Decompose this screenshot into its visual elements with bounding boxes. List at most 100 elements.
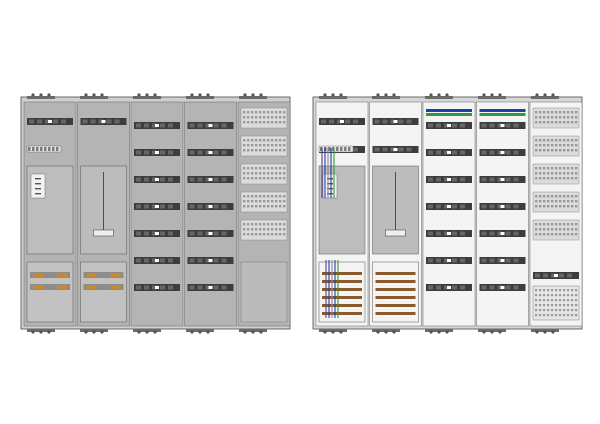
vent-slot (271, 223, 274, 226)
vent-slot (255, 195, 258, 198)
mesh-slot (567, 289, 570, 292)
vent-slot (243, 195, 246, 198)
cable-gland (190, 93, 194, 97)
cable-entry-icon (319, 96, 347, 99)
vent-slot (571, 223, 574, 226)
vent-slot (567, 139, 570, 142)
vent-slot (575, 177, 578, 180)
cable-gland (100, 93, 104, 97)
mesh-slot (547, 294, 550, 297)
vent-slot (271, 144, 274, 147)
breaker-module (567, 273, 572, 278)
mesh-slot (555, 289, 558, 292)
vent-slot (275, 177, 278, 180)
breaker-module (144, 150, 149, 155)
vent-slot (279, 223, 282, 226)
vent-slot (547, 144, 550, 147)
mesh-slot (559, 289, 562, 292)
vent-slot (275, 167, 278, 170)
breaker-module (481, 258, 487, 263)
vent-slot (259, 111, 262, 114)
vent-slot (263, 177, 266, 180)
vent-slot (535, 233, 538, 236)
vent-slot (259, 177, 262, 180)
vent-slot (563, 223, 566, 226)
terminal (28, 147, 31, 151)
breaker-module (53, 119, 58, 124)
vent-slot (539, 116, 542, 119)
vent-slot (559, 233, 562, 236)
breaker-module (428, 150, 433, 155)
vent-slot (243, 139, 246, 142)
terminal (336, 147, 339, 151)
breaker-module (221, 258, 227, 263)
vent-slot (259, 223, 262, 226)
vent-slot (267, 228, 270, 231)
vent-slot (271, 195, 274, 198)
vent-slot (563, 233, 566, 236)
breaker-module (497, 150, 503, 155)
mesh-slot (555, 294, 558, 297)
vent-slot (535, 111, 538, 114)
vent-slot (559, 195, 562, 198)
vent-slot (555, 205, 558, 208)
breaker-module (436, 258, 441, 263)
vent-slot (551, 233, 554, 236)
vent-slot (263, 205, 266, 208)
terminal (48, 147, 51, 151)
breaker-module (197, 258, 203, 263)
breaker-module (374, 147, 380, 152)
breaker-toggle (393, 148, 398, 151)
busbar (322, 280, 362, 283)
vent-slot (263, 200, 266, 203)
vent-slot (267, 205, 270, 208)
breaker-module (82, 119, 88, 124)
vent-slot (263, 223, 266, 226)
cable-gland (498, 330, 502, 334)
cable-gland (482, 93, 486, 97)
breaker-module (197, 204, 203, 209)
breaker-module (428, 204, 433, 209)
vent-slot (543, 121, 546, 124)
cable-gland (331, 93, 335, 97)
mesh-slot (571, 289, 574, 292)
mesh-slot (535, 299, 538, 302)
vent-slot (551, 177, 554, 180)
vent-slot (563, 149, 566, 152)
busbar (375, 304, 416, 307)
vent-slot (271, 111, 274, 114)
breaker-module (444, 258, 449, 263)
cable-gland (206, 330, 210, 334)
vent-slot (551, 228, 554, 231)
cable-gland (551, 93, 555, 97)
vent-slot (275, 172, 278, 175)
busbar (30, 272, 70, 278)
cabinet-column (422, 101, 476, 327)
vent-slot (539, 167, 542, 170)
mesh-slot (547, 309, 550, 312)
breaker-module (436, 123, 441, 128)
meter-line (35, 178, 41, 180)
vent-slot (555, 195, 558, 198)
mesh-slot (563, 309, 566, 312)
vent-slot (255, 121, 258, 124)
vent-slot (571, 111, 574, 114)
cable-entry-icon (186, 96, 214, 99)
vent-slot (571, 167, 574, 170)
vent-slot (575, 116, 578, 119)
breaker-module (168, 123, 173, 128)
cable-entry-icon (425, 96, 453, 99)
breaker-module (205, 285, 211, 290)
breaker-module (481, 150, 487, 155)
vent-slot (255, 149, 258, 152)
breaker-module (61, 119, 66, 124)
vent-slot (243, 149, 246, 152)
breaker-module (452, 231, 457, 236)
breaker-module (398, 147, 404, 152)
vent-slot (543, 177, 546, 180)
vent-slot (259, 200, 262, 203)
cable-gland (190, 330, 194, 334)
vent-slot (535, 228, 538, 231)
busbar-field (80, 261, 127, 323)
meter-line (35, 193, 41, 195)
